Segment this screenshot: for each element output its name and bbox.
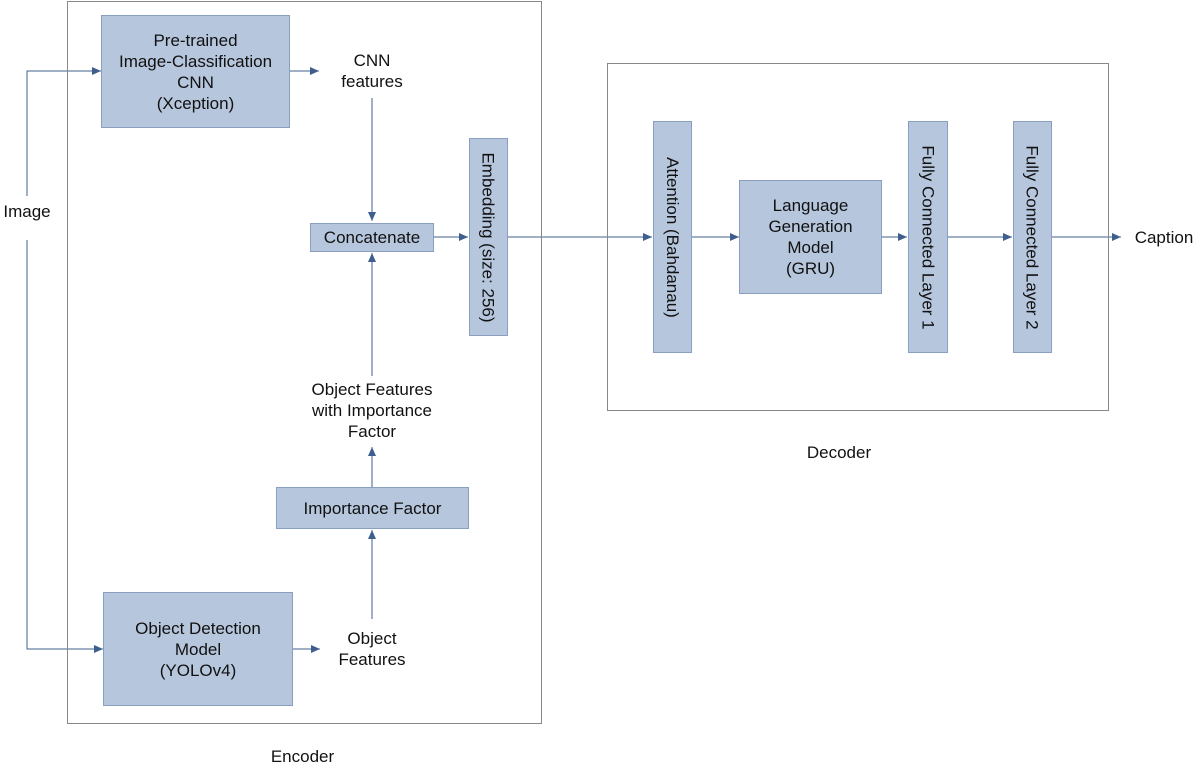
cnn-box-label: Pre-trained Image-Classification CNN (Xc… bbox=[118, 30, 273, 113]
object-features-importance-label: Object Features with Importance Factor bbox=[311, 380, 433, 441]
encoder-frame bbox=[67, 1, 542, 724]
concatenate-box-label: Concatenate bbox=[323, 228, 421, 247]
decoder-label: Decoder bbox=[806, 443, 872, 462]
attention-box: Attention (Bahdanau) bbox=[653, 121, 692, 353]
arrow-image-to-yolo bbox=[26, 240, 103, 653]
concatenate-box: Concatenate bbox=[310, 223, 434, 252]
embedding-box: Embedding (size: 256) bbox=[469, 138, 508, 336]
yolo-box: Object Detection Model (YOLOv4) bbox=[103, 592, 293, 706]
fc2-box: Fully Connected Layer 2 bbox=[1013, 121, 1052, 353]
language-model-box-label: Language Generation Model (GRU) bbox=[768, 196, 853, 278]
embedding-box-label: Embedding (size: 256) bbox=[479, 151, 498, 323]
importance-factor-box: Importance Factor bbox=[276, 487, 469, 529]
image-label: Image bbox=[3, 202, 51, 221]
language-model-box: Language Generation Model (GRU) bbox=[739, 180, 882, 294]
fc1-box: Fully Connected Layer 1 bbox=[908, 121, 948, 353]
fc2-box-label: Fully Connected Layer 2 bbox=[1023, 144, 1042, 330]
cnn-features-label: CNN features bbox=[341, 51, 403, 91]
cnn-box: Pre-trained Image-Classification CNN (Xc… bbox=[101, 15, 290, 128]
attention-box-label: Attention (Bahdanau) bbox=[663, 156, 683, 318]
object-features-label: Object Features bbox=[338, 629, 406, 669]
caption-label: Caption bbox=[1134, 228, 1194, 247]
fc1-box-label: Fully Connected Layer 1 bbox=[918, 144, 938, 330]
encoder-label: Encoder bbox=[270, 747, 335, 766]
decoder-frame bbox=[607, 63, 1109, 411]
yolo-box-label: Object Detection Model (YOLOv4) bbox=[135, 618, 261, 680]
arrow-image-to-cnn bbox=[26, 67, 101, 196]
importance-factor-box-label: Importance Factor bbox=[303, 498, 442, 518]
